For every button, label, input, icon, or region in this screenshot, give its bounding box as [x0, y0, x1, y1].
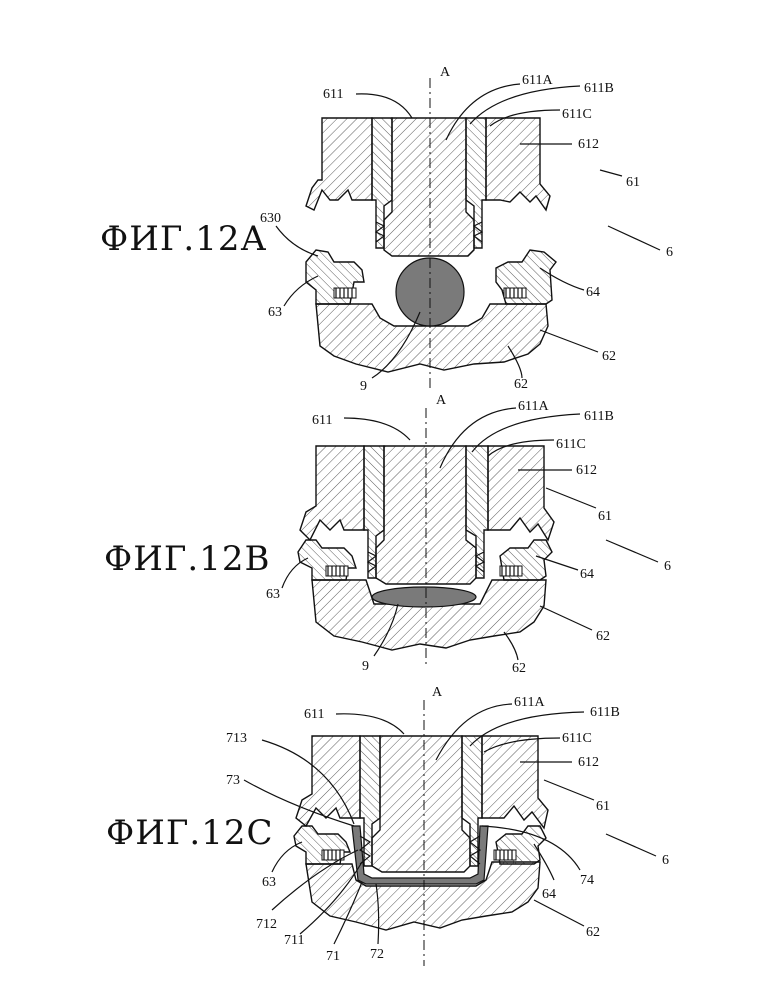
- ref-61: 61: [596, 799, 610, 814]
- ref-6: 6: [662, 853, 669, 868]
- ref-axis-a: A: [432, 685, 443, 700]
- figure-12c: ФИГ.12С 611 A: [106, 685, 669, 966]
- ref-611a: 611A: [522, 73, 553, 88]
- leader-6: [608, 226, 660, 250]
- ref-6: 6: [664, 559, 671, 574]
- leader-6: [606, 540, 658, 562]
- ref-612: 612: [578, 137, 599, 152]
- spring-right: [494, 850, 516, 860]
- ref-axis-a: A: [436, 393, 447, 408]
- ref-62-b: 62: [514, 377, 528, 392]
- ref-9: 9: [362, 659, 369, 674]
- leader-61: [600, 170, 622, 176]
- ref-611: 611: [323, 87, 343, 102]
- ref-64: 64: [586, 285, 600, 300]
- part-611a-piston: [372, 736, 470, 872]
- figure-title: ФИГ.12А: [100, 219, 267, 259]
- ref-61: 61: [626, 175, 640, 190]
- ref-611: 611: [304, 707, 324, 722]
- ref-63: 63: [266, 587, 280, 602]
- ref-64: 64: [580, 567, 594, 582]
- part-612-right: [482, 736, 548, 828]
- ref-611c: 611C: [562, 731, 592, 746]
- ref-612: 612: [578, 755, 599, 770]
- leader-611: [336, 714, 404, 734]
- spring-left: [326, 566, 348, 576]
- ref-71: 71: [326, 949, 340, 964]
- leader-6: [606, 834, 656, 856]
- ref-64: 64: [542, 887, 556, 902]
- ref-62: 62: [586, 925, 600, 940]
- ref-611b: 611B: [590, 705, 620, 720]
- ref-74: 74: [580, 873, 594, 888]
- ref-72: 72: [370, 947, 384, 962]
- part-611a-piston: [384, 118, 474, 256]
- figure-title: ФИГ.12С: [106, 813, 273, 853]
- spring-left: [334, 288, 356, 298]
- leader-62-arrow: [540, 330, 598, 352]
- ref-63: 63: [268, 305, 282, 320]
- leader-62-arrow: [540, 606, 592, 630]
- ref-73: 73: [226, 773, 240, 788]
- figure-12a: ФИГ.12А: [100, 65, 673, 394]
- ref-63: 63: [262, 875, 276, 890]
- leader-630: [276, 226, 318, 256]
- part-612-right: [488, 446, 554, 540]
- ref-611b: 611B: [584, 409, 614, 424]
- figure-title: ФИГ.12В: [104, 539, 270, 579]
- ref-611a: 611A: [514, 695, 545, 710]
- leader-62-b: [504, 632, 518, 660]
- part-612-right: [486, 118, 550, 210]
- object-9-flattened: [372, 587, 476, 607]
- leader-611: [344, 418, 410, 440]
- part-612-left: [300, 446, 364, 540]
- ref-6: 6: [666, 245, 673, 260]
- ref-9: 9: [360, 379, 367, 394]
- ref-713: 713: [226, 731, 247, 746]
- ref-711: 711: [284, 933, 304, 948]
- leader-611: [356, 94, 412, 118]
- ref-62-a: 62: [596, 629, 610, 644]
- ref-611c: 611C: [562, 107, 592, 122]
- spring-right: [504, 288, 526, 298]
- ref-611c: 611C: [556, 437, 586, 452]
- ref-61: 61: [598, 509, 612, 524]
- ref-611a: 611A: [518, 399, 549, 414]
- ref-611b: 611B: [584, 81, 614, 96]
- ref-62-a: 62: [602, 349, 616, 364]
- ref-630: 630: [260, 211, 281, 226]
- leader-62-arrow: [534, 900, 584, 926]
- leader-61: [544, 780, 594, 800]
- part-612-left: [306, 118, 372, 210]
- ref-62-b: 62: [512, 661, 526, 676]
- ref-612: 612: [576, 463, 597, 478]
- ref-712: 712: [256, 917, 277, 932]
- ref-axis-a: A: [440, 65, 451, 80]
- leader-61: [546, 488, 596, 508]
- spring-right: [500, 566, 522, 576]
- ref-611: 611: [312, 413, 332, 428]
- figure-12b: ФИГ.12В 611 A 611A: [104, 393, 671, 676]
